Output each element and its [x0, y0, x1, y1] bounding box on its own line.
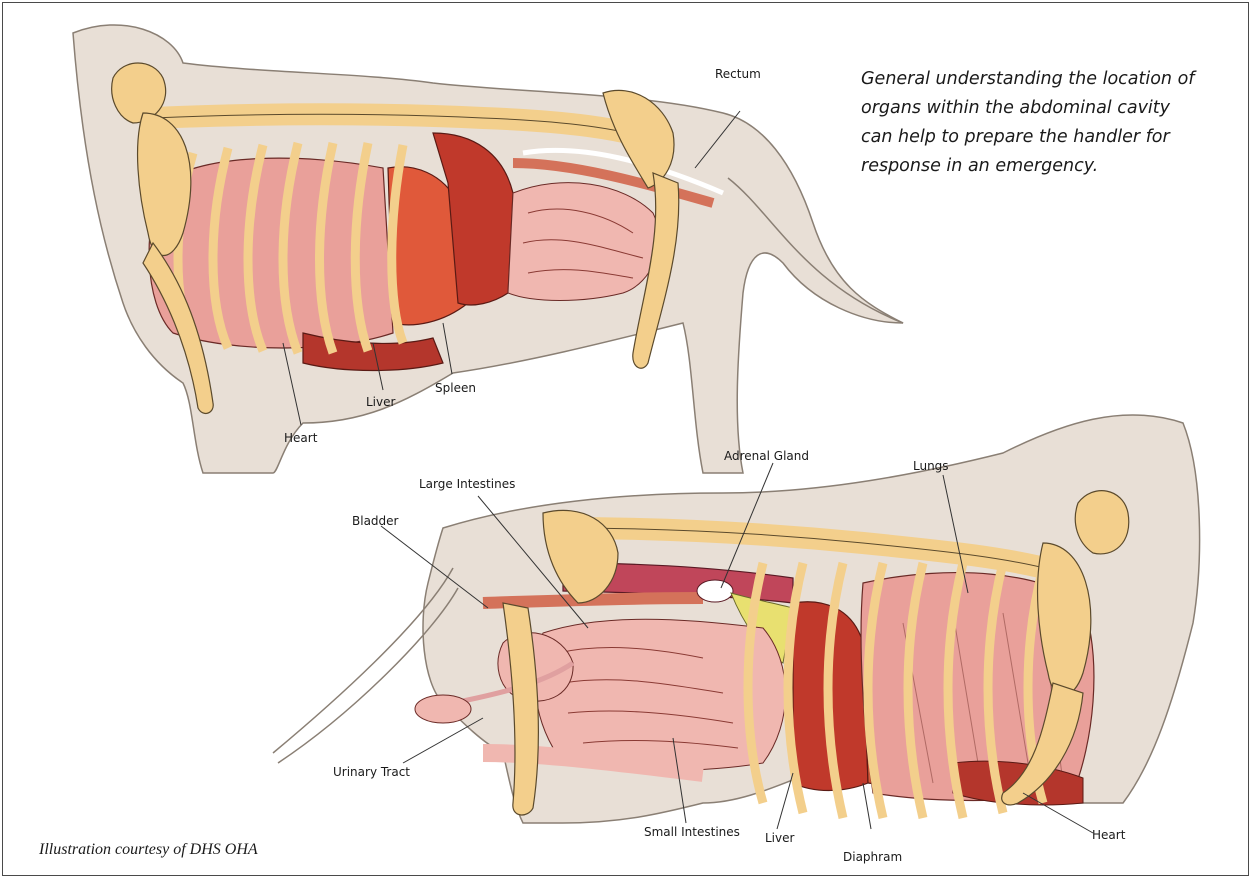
- caption-text: General understanding the location of or…: [861, 65, 1201, 181]
- label-diaphram: Diaphram: [843, 850, 902, 864]
- label-spleen: Spleen: [435, 381, 476, 395]
- label-bladder: Bladder: [352, 514, 398, 528]
- label-urinary-tract: Urinary Tract: [333, 765, 410, 779]
- label-large-intestines: Large Intestines: [419, 477, 515, 491]
- label-heart-top: Heart: [284, 431, 317, 445]
- label-lungs: Lungs: [913, 459, 949, 473]
- bottom-dog: [273, 415, 1200, 823]
- label-liver-top: Liver: [366, 395, 395, 409]
- label-adrenal-gland: Adrenal Gland: [724, 449, 809, 463]
- label-liver-bottom: Liver: [765, 831, 794, 845]
- label-rectum: Rectum: [715, 67, 761, 81]
- illustration-credit: Illustration courtesy of DHS OHA: [39, 841, 258, 859]
- label-small-intestines: Small Intestines: [644, 825, 740, 839]
- label-heart-bottom: Heart: [1092, 828, 1125, 842]
- top-dog: [73, 25, 903, 473]
